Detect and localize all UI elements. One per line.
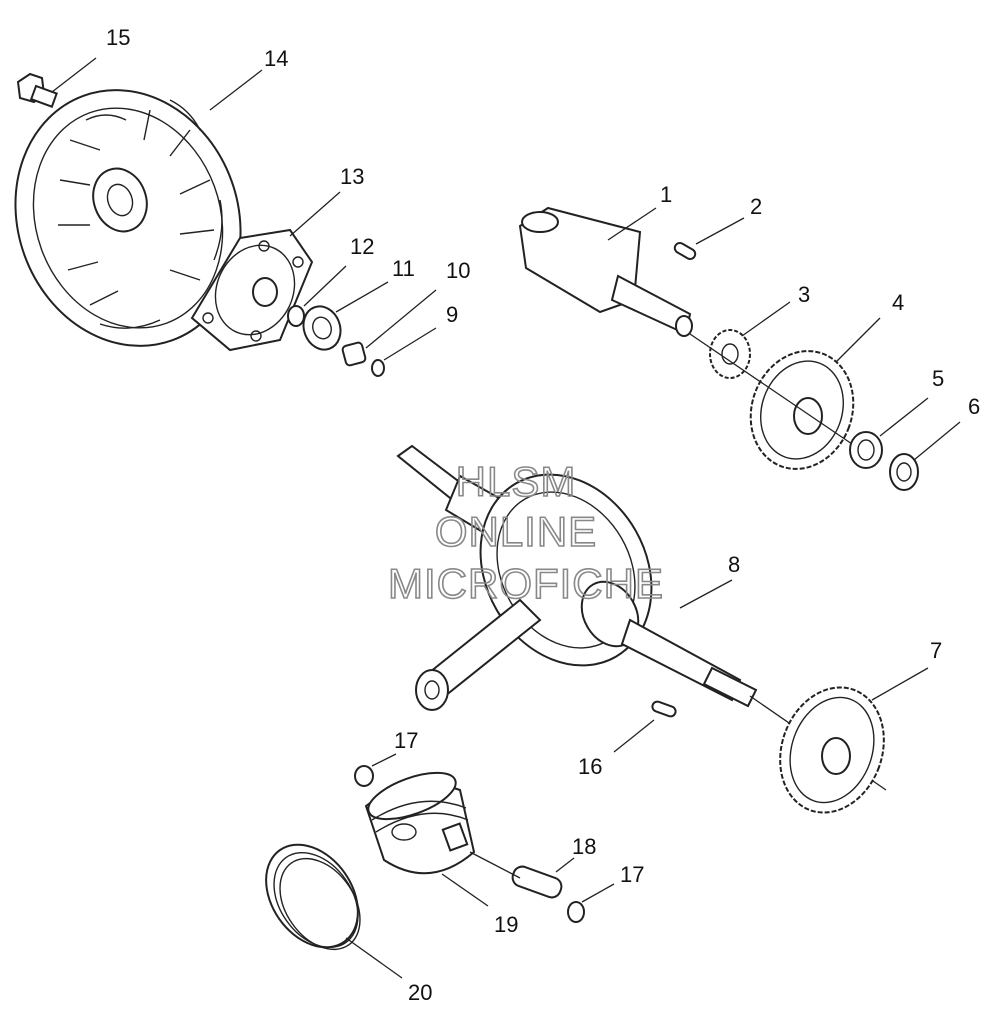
callout-9: 9 xyxy=(446,302,458,327)
callout-17-top: 17 xyxy=(394,728,418,753)
part-18-piston-pin xyxy=(469,851,575,899)
part-7-gear xyxy=(779,667,929,814)
part-12-washer xyxy=(287,265,347,327)
callout-13: 13 xyxy=(340,164,364,189)
part-4-gear xyxy=(689,317,881,470)
callout-4: 4 xyxy=(892,290,904,315)
part-15-bolt xyxy=(16,57,97,108)
callout-10: 10 xyxy=(446,258,470,283)
part-6-nut xyxy=(889,421,961,491)
callout-14: 14 xyxy=(264,46,288,71)
part-16-key xyxy=(613,700,677,753)
callout-11: 11 xyxy=(392,256,415,281)
callout-2: 2 xyxy=(750,194,762,219)
callout-7: 7 xyxy=(930,638,942,663)
part-17-circlip-top xyxy=(354,753,397,787)
watermark-line3: MICROFICHE xyxy=(388,560,664,607)
part-17-circlip-bottom xyxy=(567,883,615,923)
watermark: HLSM ONLINE MICROFICHE xyxy=(387,457,664,608)
part-14-flywheel xyxy=(14,69,263,347)
callout-18: 18 xyxy=(572,834,596,859)
part-13-stator-plate xyxy=(190,191,341,352)
part-3-sprocket xyxy=(709,301,791,379)
watermark-line1: HLSM xyxy=(456,458,577,505)
part-20-piston-rings xyxy=(265,843,403,979)
callout-15: 15 xyxy=(106,25,130,50)
part-2-key xyxy=(673,217,745,260)
part-5-washer xyxy=(849,397,929,469)
part-11-bearing xyxy=(302,281,389,351)
callout-5: 5 xyxy=(932,366,944,391)
part-8-crankshaft xyxy=(396,444,887,791)
callout-1: 1 xyxy=(660,182,672,207)
callout-19: 19 xyxy=(494,912,518,937)
part-19-piston xyxy=(364,771,489,907)
part-10-bushing xyxy=(341,289,437,367)
watermark-line2: ONLINE xyxy=(435,508,597,555)
part-9-oring xyxy=(371,327,437,377)
callout-8: 8 xyxy=(728,552,740,577)
callout-17-bottom: 17 xyxy=(620,862,644,887)
callout-6: 6 xyxy=(968,394,980,419)
callout-3: 3 xyxy=(798,282,810,307)
part-1-balancer-shaft xyxy=(518,206,693,337)
callout-12: 12 xyxy=(350,234,374,259)
callout-16: 16 xyxy=(578,754,602,779)
callout-20: 20 xyxy=(408,980,432,1005)
